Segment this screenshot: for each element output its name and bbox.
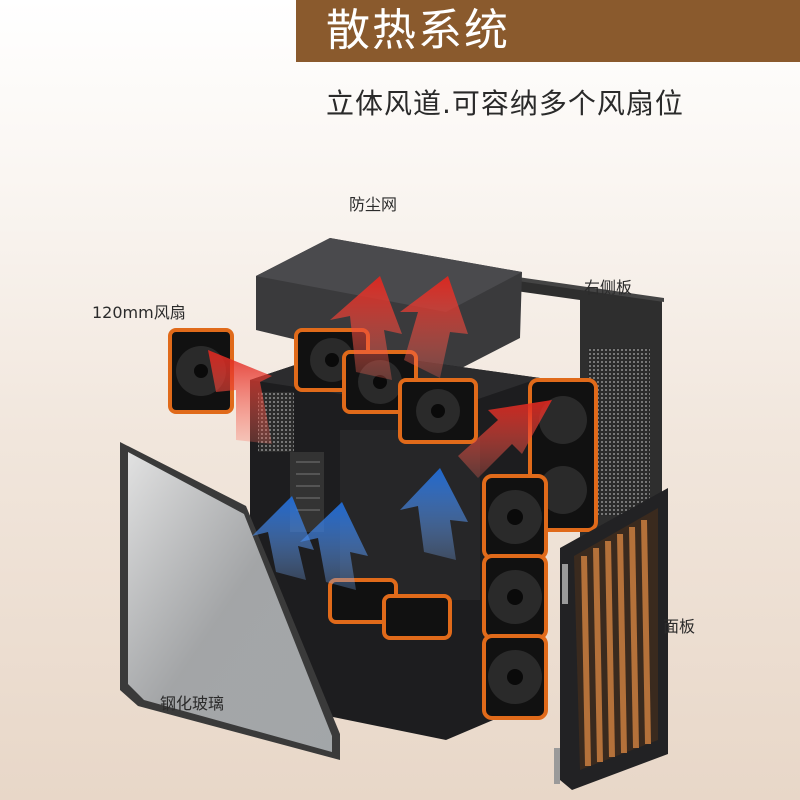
bottom-fans xyxy=(328,578,452,640)
title-band xyxy=(296,0,800,62)
top-fans xyxy=(294,328,478,444)
front-wood-panel xyxy=(554,488,668,790)
cool-air-arrows xyxy=(252,468,468,590)
front-fan-3 xyxy=(482,634,548,720)
label-front-panel: 面板 xyxy=(663,617,696,636)
tempered-glass-panel xyxy=(120,442,340,760)
label-tempered-glass: 钢化玻璃 xyxy=(160,694,225,713)
front-fan-1 xyxy=(482,474,548,560)
front-fans xyxy=(482,474,548,720)
hot-air-arrows xyxy=(208,276,552,478)
label-right-panel: 右侧板 xyxy=(584,278,633,297)
front-fan-2 xyxy=(482,554,548,640)
label-dust-filter: 防尘网 xyxy=(349,195,398,214)
label-120mm-fan: 120mm风扇 xyxy=(92,303,186,322)
top-fan-3 xyxy=(398,378,478,444)
page-subtitle: 立体风道.可容纳多个风扇位 xyxy=(326,87,684,120)
page-title: 散热系统 xyxy=(326,5,510,56)
